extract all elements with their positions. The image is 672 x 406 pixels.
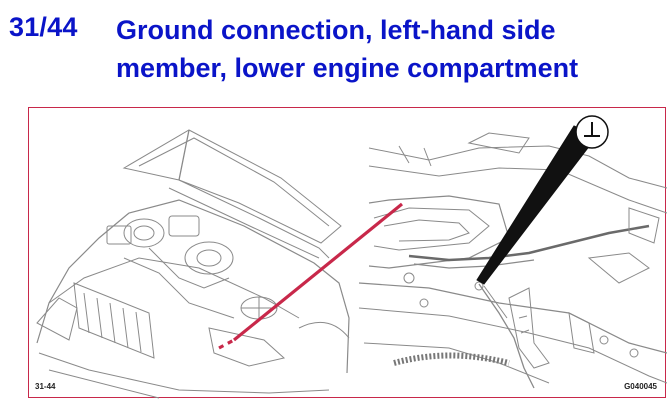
section-number: 31/44 xyxy=(9,12,78,42)
illustration-frame: 31-44 G040045 xyxy=(28,107,667,399)
leader-line xyxy=(218,202,404,350)
ground-symbol-icon xyxy=(575,115,609,149)
page-title-line-2: member, lower engine compartment xyxy=(116,53,579,83)
figure-code-left: 31-44 xyxy=(35,382,56,391)
ground-point-detail-drawing xyxy=(358,132,667,389)
figure-code-right: G040045 xyxy=(624,382,657,391)
car-engine-bay-drawing xyxy=(36,129,350,399)
page-title-line-1: Ground connection, left-hand side xyxy=(116,15,556,45)
page-title: Ground connection, left-hand side member… xyxy=(116,11,668,87)
illustration-drawing xyxy=(36,125,667,399)
